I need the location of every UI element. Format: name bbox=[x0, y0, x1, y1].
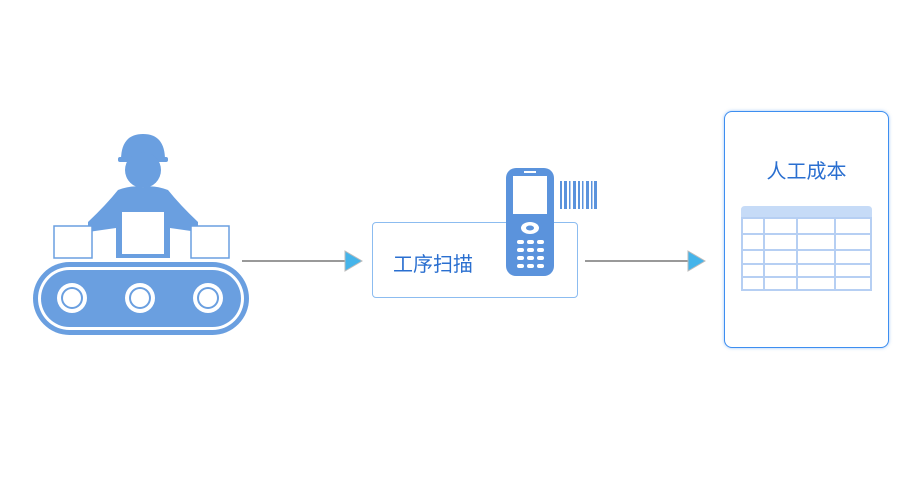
arrow-head-1-icon bbox=[344, 250, 363, 272]
labor-cost-card bbox=[724, 111, 889, 348]
process-step-label: 工序扫描 bbox=[393, 252, 473, 276]
barcode-scanner-icon bbox=[506, 168, 554, 276]
worker-conveyor-icon bbox=[33, 134, 249, 335]
barcode-icon bbox=[560, 181, 597, 209]
labor-cost-title: 人工成本 bbox=[766, 159, 847, 183]
spreadsheet-table-icon bbox=[741, 206, 872, 291]
arrow-head-2-icon bbox=[687, 250, 706, 272]
